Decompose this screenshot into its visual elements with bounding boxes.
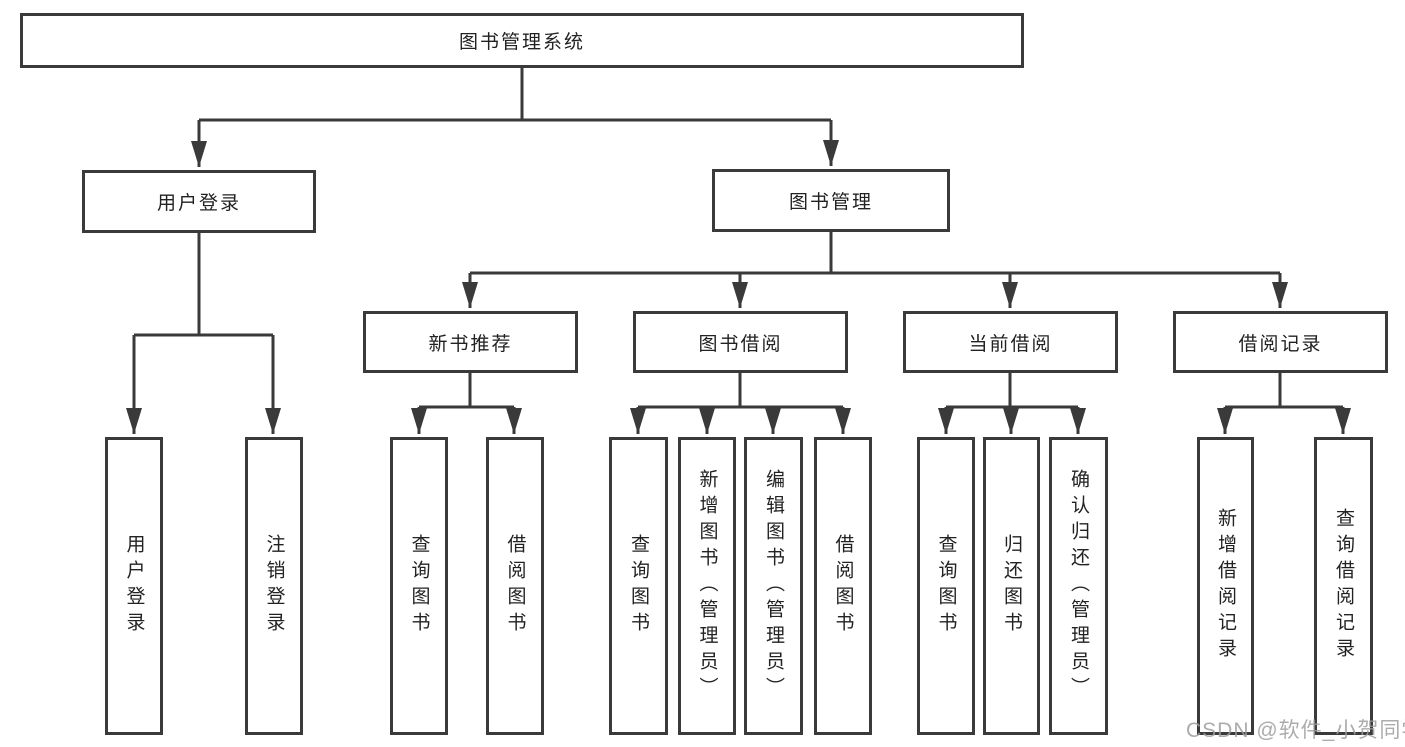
node-book-borrow-label: 图书借阅 bbox=[698, 333, 783, 355]
leaf-bb-add-book-admin: 新增图书（管理员） bbox=[678, 437, 736, 735]
leaf-cb-return-book: 归还图书 bbox=[983, 437, 1040, 735]
connector-current-borrow-split bbox=[946, 373, 1078, 409]
leaf-bb-query-books-label: 查询图书 bbox=[628, 534, 649, 638]
node-book-management-label: 图书管理 bbox=[788, 192, 873, 213]
connector-user-login-split bbox=[134, 233, 273, 337]
leaf-bb-add-book-admin-label: 新增图书（管理员） bbox=[696, 469, 718, 703]
node-current-borrow-label: 当前借阅 bbox=[968, 333, 1053, 355]
node-book-borrow: 图书借阅 bbox=[633, 311, 848, 373]
connector-borrow-records-split bbox=[1225, 373, 1343, 409]
leaf-br-query-record-label: 查询借阅记录 bbox=[1333, 508, 1354, 664]
leaf-bb-borrow-books-label: 借阅图书 bbox=[832, 534, 854, 638]
leaf-br-add-record: 新增借阅记录 bbox=[1197, 437, 1254, 735]
leaf-cb-query-books: 查询图书 bbox=[917, 437, 975, 735]
connector-book-management-split bbox=[470, 232, 1280, 275]
node-new-book-recommend-label: 新书推荐 bbox=[428, 333, 513, 355]
leaf-cb-return-book-label: 归还图书 bbox=[1001, 534, 1022, 638]
leaf-bb-edit-book-admin: 编辑图书（管理员） bbox=[744, 437, 803, 735]
leaf-bb-borrow-books: 借阅图书 bbox=[814, 437, 872, 735]
leaf-cb-confirm-return-admin-label: 确认归还（管理员） bbox=[1068, 469, 1089, 703]
connector-book-borrow-split bbox=[638, 373, 843, 409]
leaf-nb-borrow-books-label: 借阅图书 bbox=[504, 534, 526, 638]
connector-root-split bbox=[199, 68, 831, 122]
leaf-user-login-label: 用户登录 bbox=[123, 534, 145, 638]
leaf-logout-label: 注销登录 bbox=[263, 534, 285, 638]
leaf-cb-confirm-return-admin: 确认归还（管理员） bbox=[1049, 437, 1108, 735]
node-current-borrow: 当前借阅 bbox=[903, 311, 1118, 373]
leaf-nb-query-books-label: 查询图书 bbox=[408, 534, 430, 638]
node-user-login-label: 用户登录 bbox=[156, 193, 241, 214]
leaf-bb-edit-book-admin-label: 编辑图书（管理员） bbox=[763, 469, 784, 703]
leaf-cb-query-books-label: 查询图书 bbox=[935, 534, 957, 638]
node-borrow-records-label: 借阅记录 bbox=[1238, 333, 1323, 355]
csdn-watermark: CSDN @软件_小贺同学 bbox=[1186, 719, 1405, 742]
leaf-nb-query-books: 查询图书 bbox=[390, 437, 448, 735]
connector-new-book-split bbox=[419, 373, 514, 409]
node-root: 图书管理系统 bbox=[20, 13, 1024, 68]
leaf-br-add-record-label: 新增借阅记录 bbox=[1215, 508, 1236, 664]
leaf-nb-borrow-books: 借阅图书 bbox=[486, 437, 544, 735]
leaf-br-query-record: 查询借阅记录 bbox=[1314, 437, 1373, 735]
leaf-logout: 注销登录 bbox=[245, 437, 303, 735]
leaf-user-login: 用户登录 bbox=[105, 437, 163, 735]
node-root-label: 图书管理系统 bbox=[458, 32, 585, 53]
node-book-management: 图书管理 bbox=[712, 169, 950, 232]
node-new-book-recommend: 新书推荐 bbox=[363, 311, 578, 373]
node-borrow-records: 借阅记录 bbox=[1173, 311, 1388, 373]
leaf-bb-query-books: 查询图书 bbox=[609, 437, 668, 735]
node-user-login: 用户登录 bbox=[82, 170, 316, 233]
